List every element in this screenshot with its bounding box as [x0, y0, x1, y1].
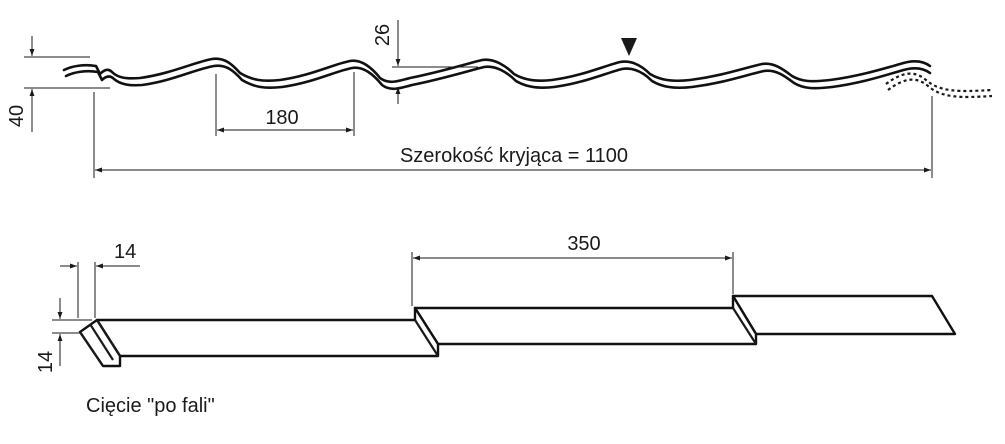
sheet-profile: [62, 57, 993, 99]
dim-step-width: 14: [60, 241, 140, 318]
profile-section: 40 26 180 Szerokość kryjąca = 1100: [6, 20, 993, 178]
dim-module-length-label: 350: [567, 233, 600, 255]
cut-caption: Cięcie "po fali": [86, 395, 215, 417]
stepped-panel-left: [95, 306, 440, 358]
dim-wave-pitch-label: 180: [265, 107, 298, 129]
dim-wave-height-label: 26: [372, 24, 394, 46]
dim-cover-width: Szerokość kryjąca = 1100: [93, 92, 933, 178]
cut-section: 14 14 350 Cięcie "po fali": [35, 233, 957, 417]
dim-step-height: 14: [35, 298, 92, 373]
dim-module-length: 350: [411, 233, 734, 306]
dim-step-height-label: 14: [35, 351, 57, 373]
dim-cover-width-label: Szerokość kryjąca = 1100: [400, 145, 628, 167]
sheet-profile-bottom-edge: [64, 64, 932, 91]
dim-height-total-label: 40: [6, 105, 28, 127]
overlap-dashed-top: [885, 72, 993, 93]
dim-step-width-label: 14: [114, 241, 136, 263]
overlap-marker-triangle-icon: [621, 38, 637, 56]
dim-wave-pitch: 180: [215, 72, 355, 136]
sheet-profile-top-edge: [62, 57, 932, 84]
dim-wave-height: 26: [372, 20, 478, 104]
stepped-panel-middle: [413, 294, 758, 346]
dim-height-total: 40: [6, 36, 110, 132]
stepped-sheet: [78, 294, 957, 368]
overlap-dashed-bottom: [887, 78, 993, 99]
stepped-panel-right: [731, 294, 957, 336]
